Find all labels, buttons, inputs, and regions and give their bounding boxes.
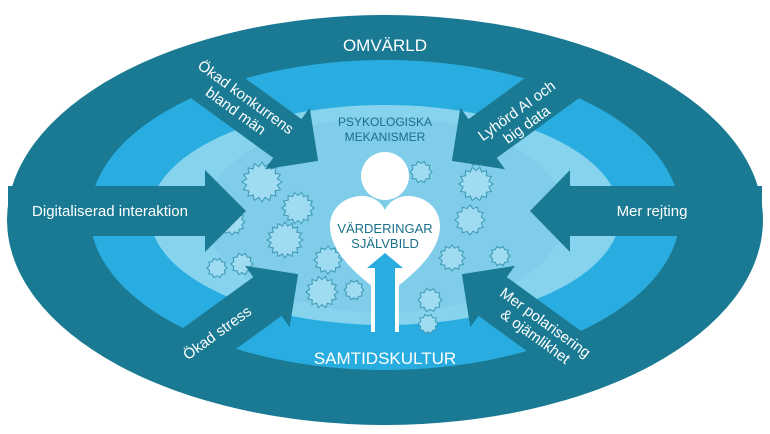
gear-icon — [458, 166, 494, 202]
arrow-mer-rejting: Mer rejting — [530, 170, 762, 252]
gear-icon — [489, 245, 511, 267]
arrow-label-mer-rejting: Mer rejting — [617, 203, 688, 220]
gear-icon — [438, 244, 466, 272]
arrow-label-digitaliserad: Digitaliserad interaktion — [32, 203, 188, 220]
gear-icon — [230, 252, 254, 276]
gear-icon — [241, 161, 283, 203]
gear-icon — [417, 287, 443, 313]
outer-label: OMVÄRLD — [343, 36, 427, 55]
arrow-mer-polarisering — [461, 265, 604, 387]
gear-icon — [266, 221, 304, 259]
gear-icon — [417, 313, 439, 335]
gear-icon — [305, 275, 339, 309]
core-label-line-1: PSYKOLOGISKA — [338, 115, 432, 129]
heart-icon — [330, 196, 440, 296]
gear-icon — [409, 160, 433, 184]
inner-label: SAMTIDSKULTUR — [314, 349, 456, 368]
gear-icon — [313, 245, 343, 275]
gear-icon — [454, 204, 486, 236]
upward-arrow — [360, 248, 410, 332]
arrow-digitaliserad: Digitaliserad interaktion — [8, 170, 246, 252]
gear-icon — [281, 191, 315, 225]
core-label-line-2: MEKANISMER — [345, 130, 426, 144]
gear-icon — [343, 279, 365, 301]
gear-icon — [206, 257, 228, 279]
center-label-line-1: VÄRDERINGAR — [337, 221, 432, 236]
person-head-icon — [361, 152, 409, 200]
arrow-lyhord-ai — [451, 48, 594, 170]
center-label-line-2: SJÄLVBILD — [351, 236, 419, 251]
